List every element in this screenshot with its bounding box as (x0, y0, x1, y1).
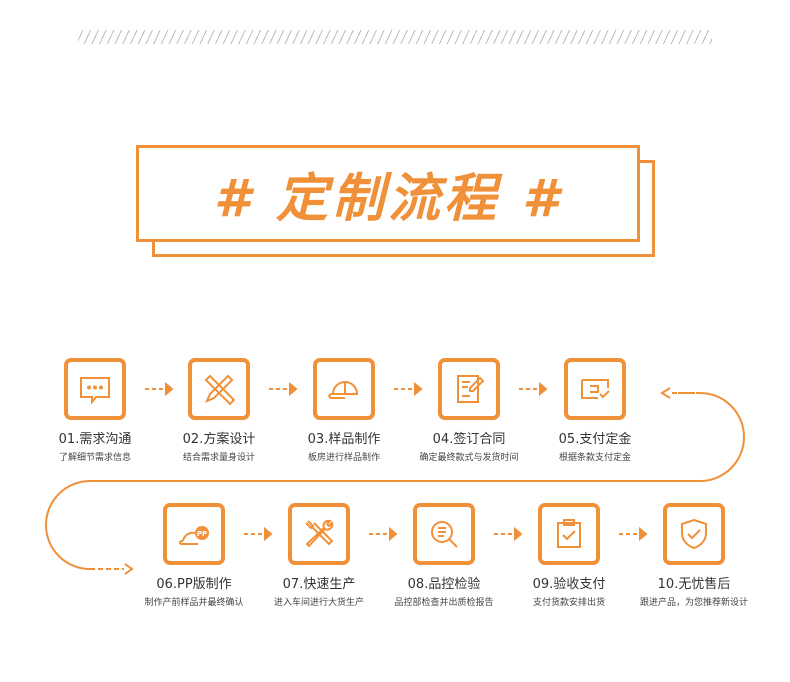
chat-icon (64, 358, 126, 420)
step-title: 08.品控检验 (407, 577, 481, 592)
tools-icon (288, 503, 350, 565)
arrow-icon (269, 381, 298, 397)
step-subtitle: 支付货款安排出货 (532, 598, 605, 608)
step-04: 04.签订合同 确定最终款式与发货时间 (394, 358, 544, 463)
arrow-icon (494, 526, 523, 542)
wallet-icon (564, 358, 626, 420)
arrow-icon (619, 526, 648, 542)
step-subtitle: 根据条款支付定金 (558, 453, 631, 463)
step-subtitle: 结合需求量身设计 (182, 453, 255, 463)
step-title: 06.PP版制作 (156, 577, 232, 592)
title-frame (136, 145, 640, 242)
step-05: 05.支付定金 根据条款支付定金 (520, 358, 670, 463)
step-03: 03.样品制作 板房进行样品制作 (269, 358, 419, 463)
step-title: 09.验收支付 (532, 577, 606, 592)
arrow-icon (369, 526, 398, 542)
step-subtitle: 确定最终款式与发货时间 (419, 453, 519, 463)
step-09: 09.验收支付 支付货款安排出货 (494, 503, 644, 608)
step-01: 01.需求沟通 了解细节需求信息 (20, 358, 170, 463)
arrow-icon (145, 381, 174, 397)
page-title: # 定制流程 # (213, 169, 563, 229)
step-subtitle: 跟进产品，为您推荐新设计 (639, 598, 748, 608)
step-subtitle: 了解细节需求信息 (58, 453, 131, 463)
step-10: 10.无忧售后 跟进产品，为您推荐新设计 (619, 503, 769, 608)
step-06: PP 06.PP版制作 制作产前样品并最终确认 (119, 503, 269, 608)
step-07: 07.快速生产 进入车间进行大货生产 (244, 503, 394, 608)
step-08: 08.品控检验 品控部检查并出质检报告 (369, 503, 519, 608)
contract-icon (438, 358, 500, 420)
hatched-divider (78, 30, 712, 44)
step-title: 03.样品制作 (307, 432, 381, 447)
step-title: 01.需求沟通 (58, 432, 132, 447)
arrow-icon (244, 526, 273, 542)
arrow-icon (394, 381, 423, 397)
step-title: 04.签订合同 (432, 432, 506, 447)
step-title: 02.方案设计 (182, 432, 256, 447)
shield-check-icon (663, 503, 725, 565)
step-title: 10.无忧售后 (657, 577, 731, 592)
step-subtitle: 板房进行样品制作 (307, 453, 380, 463)
cap-icon (313, 358, 375, 420)
step-title: 07.快速生产 (282, 577, 356, 592)
pp-cap-icon: PP (163, 503, 225, 565)
inspect-icon (413, 503, 475, 565)
arrow-icon (519, 381, 548, 397)
ruler-pencil-icon (188, 358, 250, 420)
clipboard-check-icon (538, 503, 600, 565)
step-subtitle: 品控部检查并出质检报告 (394, 598, 494, 608)
svg-text:PP: PP (197, 530, 207, 538)
step-subtitle: 进入车间进行大货生产 (273, 598, 364, 608)
step-title: 05.支付定金 (558, 432, 632, 447)
step-02: 02.方案设计 结合需求量身设计 (144, 358, 294, 463)
step-subtitle: 制作产前样品并最终确认 (144, 598, 244, 608)
